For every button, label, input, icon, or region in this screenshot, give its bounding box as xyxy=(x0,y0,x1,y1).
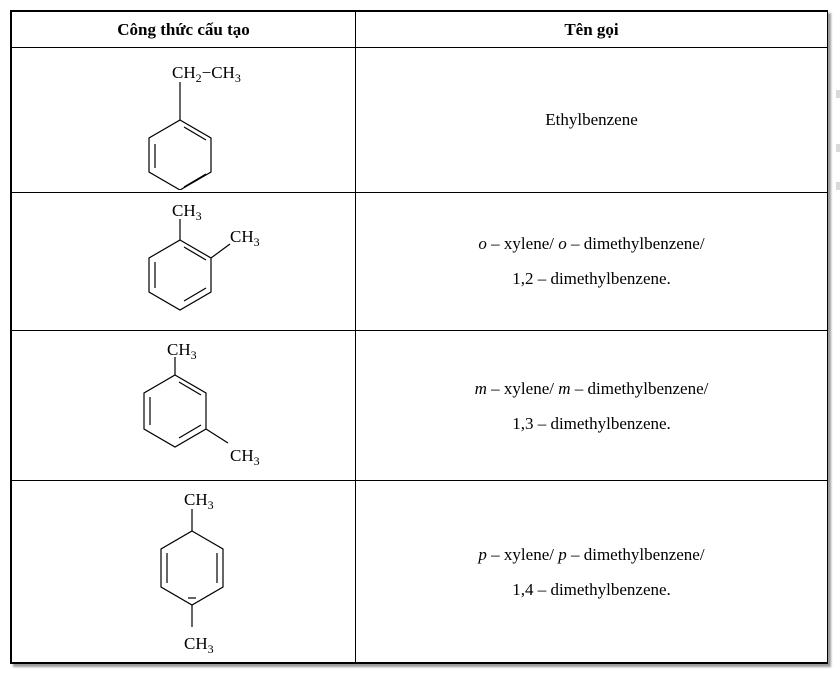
compound-name-line: 1,3 – dimethylbenzene. xyxy=(356,406,827,441)
methyl-group: CH3 xyxy=(172,201,202,223)
isomer-prefix: o xyxy=(558,234,567,254)
header-name: Tên gọi xyxy=(355,10,828,49)
name-text: – xylene/ xyxy=(486,544,559,564)
aromatic-bond xyxy=(178,424,201,439)
ethylbenzene-structure: CH2−CH3 xyxy=(147,63,241,190)
methyl-group: CH3 xyxy=(167,340,197,362)
table-row: CH2−CH3 Ethylbenzene xyxy=(11,47,828,193)
methyl-group: CH3 xyxy=(230,227,260,249)
structure-cell: CH3 CH3 xyxy=(11,329,356,482)
isomer-prefix: p xyxy=(558,544,567,564)
header-row: Công thức cấu tạo Tên gọi xyxy=(11,10,828,49)
structure-cell: CH3 CH3 xyxy=(11,480,356,663)
header-structure: Công thức cấu tạo xyxy=(11,10,356,49)
methyl-group: CH3 xyxy=(184,490,214,512)
name-text: – dimethylbenzene/ xyxy=(566,544,705,564)
name-cell: o – xylene/ o – dimethylbenzene/1,2 – di… xyxy=(355,191,828,331)
methyl-group: CH3 xyxy=(184,634,214,656)
compound-name-line: m – xylene/ m – dimethylbenzene/ xyxy=(356,371,827,406)
name-cell: p – xylene/ p – dimethylbenzene/1,4 – di… xyxy=(355,480,828,663)
page-edge-marker xyxy=(836,90,840,98)
o-xylene-structure: CH3 CH3 xyxy=(147,201,260,311)
name-text: 1,4 – dimethylbenzene. xyxy=(512,579,671,599)
table-frame: Công thức cấu tạo Tên gọi CH2−CH3 Ethylb… xyxy=(10,10,828,664)
aromatic-bond xyxy=(178,381,201,396)
name-text: – dimethylbenzene/ xyxy=(570,378,709,398)
substituent-bond xyxy=(210,243,230,259)
isomer-prefix: p xyxy=(478,544,487,564)
isomer-prefix: m xyxy=(558,378,571,398)
aromatic-bond xyxy=(183,287,206,302)
table-row: CH3 CH3 o – xylene/ o – dimethylbenzene/… xyxy=(11,191,828,331)
name-text: Ethylbenzene xyxy=(545,110,638,130)
isomer-prefix: o xyxy=(478,234,487,254)
methyl-group: CH3 xyxy=(230,446,260,468)
benzene-ring xyxy=(159,530,224,606)
compound-name-line: Ethylbenzene xyxy=(356,102,827,137)
name-text: – xylene/ xyxy=(486,378,559,398)
benzene-ring xyxy=(142,373,207,448)
compound-table: Công thức cấu tạo Tên gọi CH2−CH3 Ethylb… xyxy=(11,10,828,663)
name-text: 1,2 – dimethylbenzene. xyxy=(512,269,671,289)
aromatic-bond xyxy=(183,173,206,188)
benzene-ring xyxy=(147,119,212,190)
m-xylene-structure: CH3 CH3 xyxy=(142,340,260,468)
isomer-prefix: m xyxy=(474,378,487,398)
name-text: – dimethylbenzene/ xyxy=(566,234,705,254)
page-edge-marker xyxy=(836,144,840,152)
aromatic-bond xyxy=(183,246,206,261)
ethyl-group: CH2−CH3 xyxy=(172,63,241,85)
name-text: – xylene/ xyxy=(486,234,559,254)
compound-name-line: 1,2 – dimethylbenzene. xyxy=(356,261,827,296)
compound-name-line: p – xylene/ p – dimethylbenzene/ xyxy=(356,537,827,572)
compound-name-line: 1,4 – dimethylbenzene. xyxy=(356,572,827,607)
p-xylene-structure: CH3 CH3 xyxy=(159,490,224,656)
compound-name-line: o – xylene/ o – dimethylbenzene/ xyxy=(356,226,827,261)
name-text: 1,3 – dimethylbenzene. xyxy=(512,413,671,433)
substituent-bond xyxy=(205,428,228,444)
name-cell: Ethylbenzene xyxy=(355,47,828,193)
table-row: CH3 CH3 p – xylene/ p – dimethylbenzene/… xyxy=(11,480,828,663)
aromatic-bond xyxy=(183,126,206,141)
structure-cell: CH3 CH3 xyxy=(11,191,356,331)
name-cell: m – xylene/ m – dimethylbenzene/1,3 – di… xyxy=(355,329,828,482)
page-edge-marker xyxy=(836,182,840,190)
benzene-ring xyxy=(147,239,212,311)
structure-cell: CH2−CH3 xyxy=(11,47,356,193)
table-row: CH3 CH3 m – xylene/ m – dimethylbenzene/… xyxy=(11,329,828,482)
